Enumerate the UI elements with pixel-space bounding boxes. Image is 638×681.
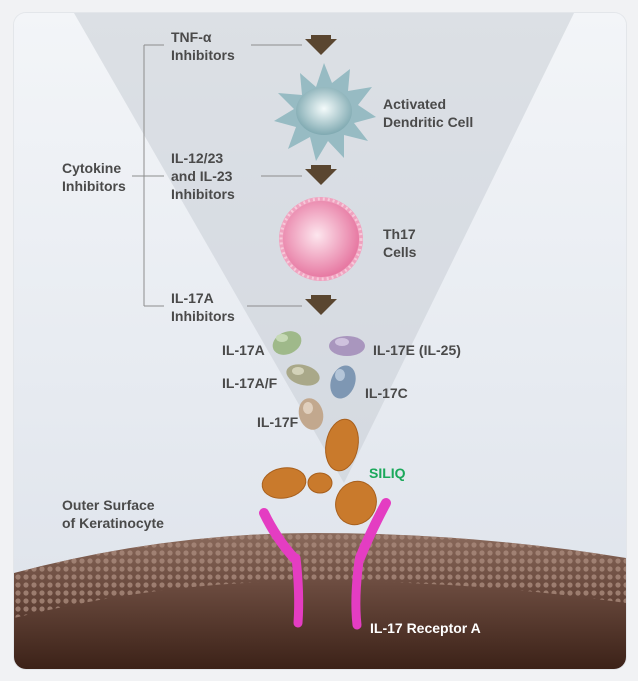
il-17f-protein-icon (298, 398, 324, 430)
dendritic-cell-icon (274, 63, 376, 161)
arrow-down-icon (305, 295, 337, 315)
tnf-alpha-inhibitors-label: TNF-α Inhibitors (171, 29, 235, 63)
keratinocyte-membrane (14, 533, 626, 669)
leader-lines (247, 44, 302, 307)
il17f-label: IL-17F (257, 414, 299, 430)
il17c-label: IL-17C (365, 385, 408, 401)
arrow-down-icon (305, 165, 337, 185)
il17af-label: IL-17A/F (222, 375, 278, 391)
cytokine-inhibitors-label: Cytokine Inhibitors (62, 160, 126, 194)
activated-dendritic-cell-label: Activated Dendritic Cell (383, 96, 474, 130)
siliq-label: SILIQ (369, 465, 406, 481)
il17a-inhibitors-label: IL-17A Inhibitors (171, 290, 235, 324)
outer-surface-label: Outer Surface of Keratinocyte (62, 497, 164, 531)
il-17e-protein-icon (329, 336, 365, 356)
il-17af-protein-icon (286, 364, 320, 386)
th17-cell-icon (279, 197, 363, 281)
il12-23-inhibitors-label: IL-12/23 and IL-23 Inhibitors (171, 150, 235, 202)
il17-receptor-a-label: IL-17 Receptor A (370, 620, 481, 636)
il17e-label: IL-17E (IL-25) (373, 342, 461, 358)
diagram-card: Cytokine Inhibitors TNF-α Inhibitors Act… (14, 13, 626, 669)
diagram-graphics (14, 13, 626, 669)
il-17a-protein-icon (272, 331, 302, 355)
arrow-down-icon (305, 35, 337, 55)
il-17-receptor-a-icon (259, 498, 391, 630)
il17a-label: IL-17A (222, 342, 265, 358)
siliq-antibody-icon (261, 418, 377, 526)
il-17c-protein-icon (330, 365, 356, 399)
th17-cells-label: Th17 Cells (383, 226, 417, 260)
bracket (132, 44, 164, 307)
